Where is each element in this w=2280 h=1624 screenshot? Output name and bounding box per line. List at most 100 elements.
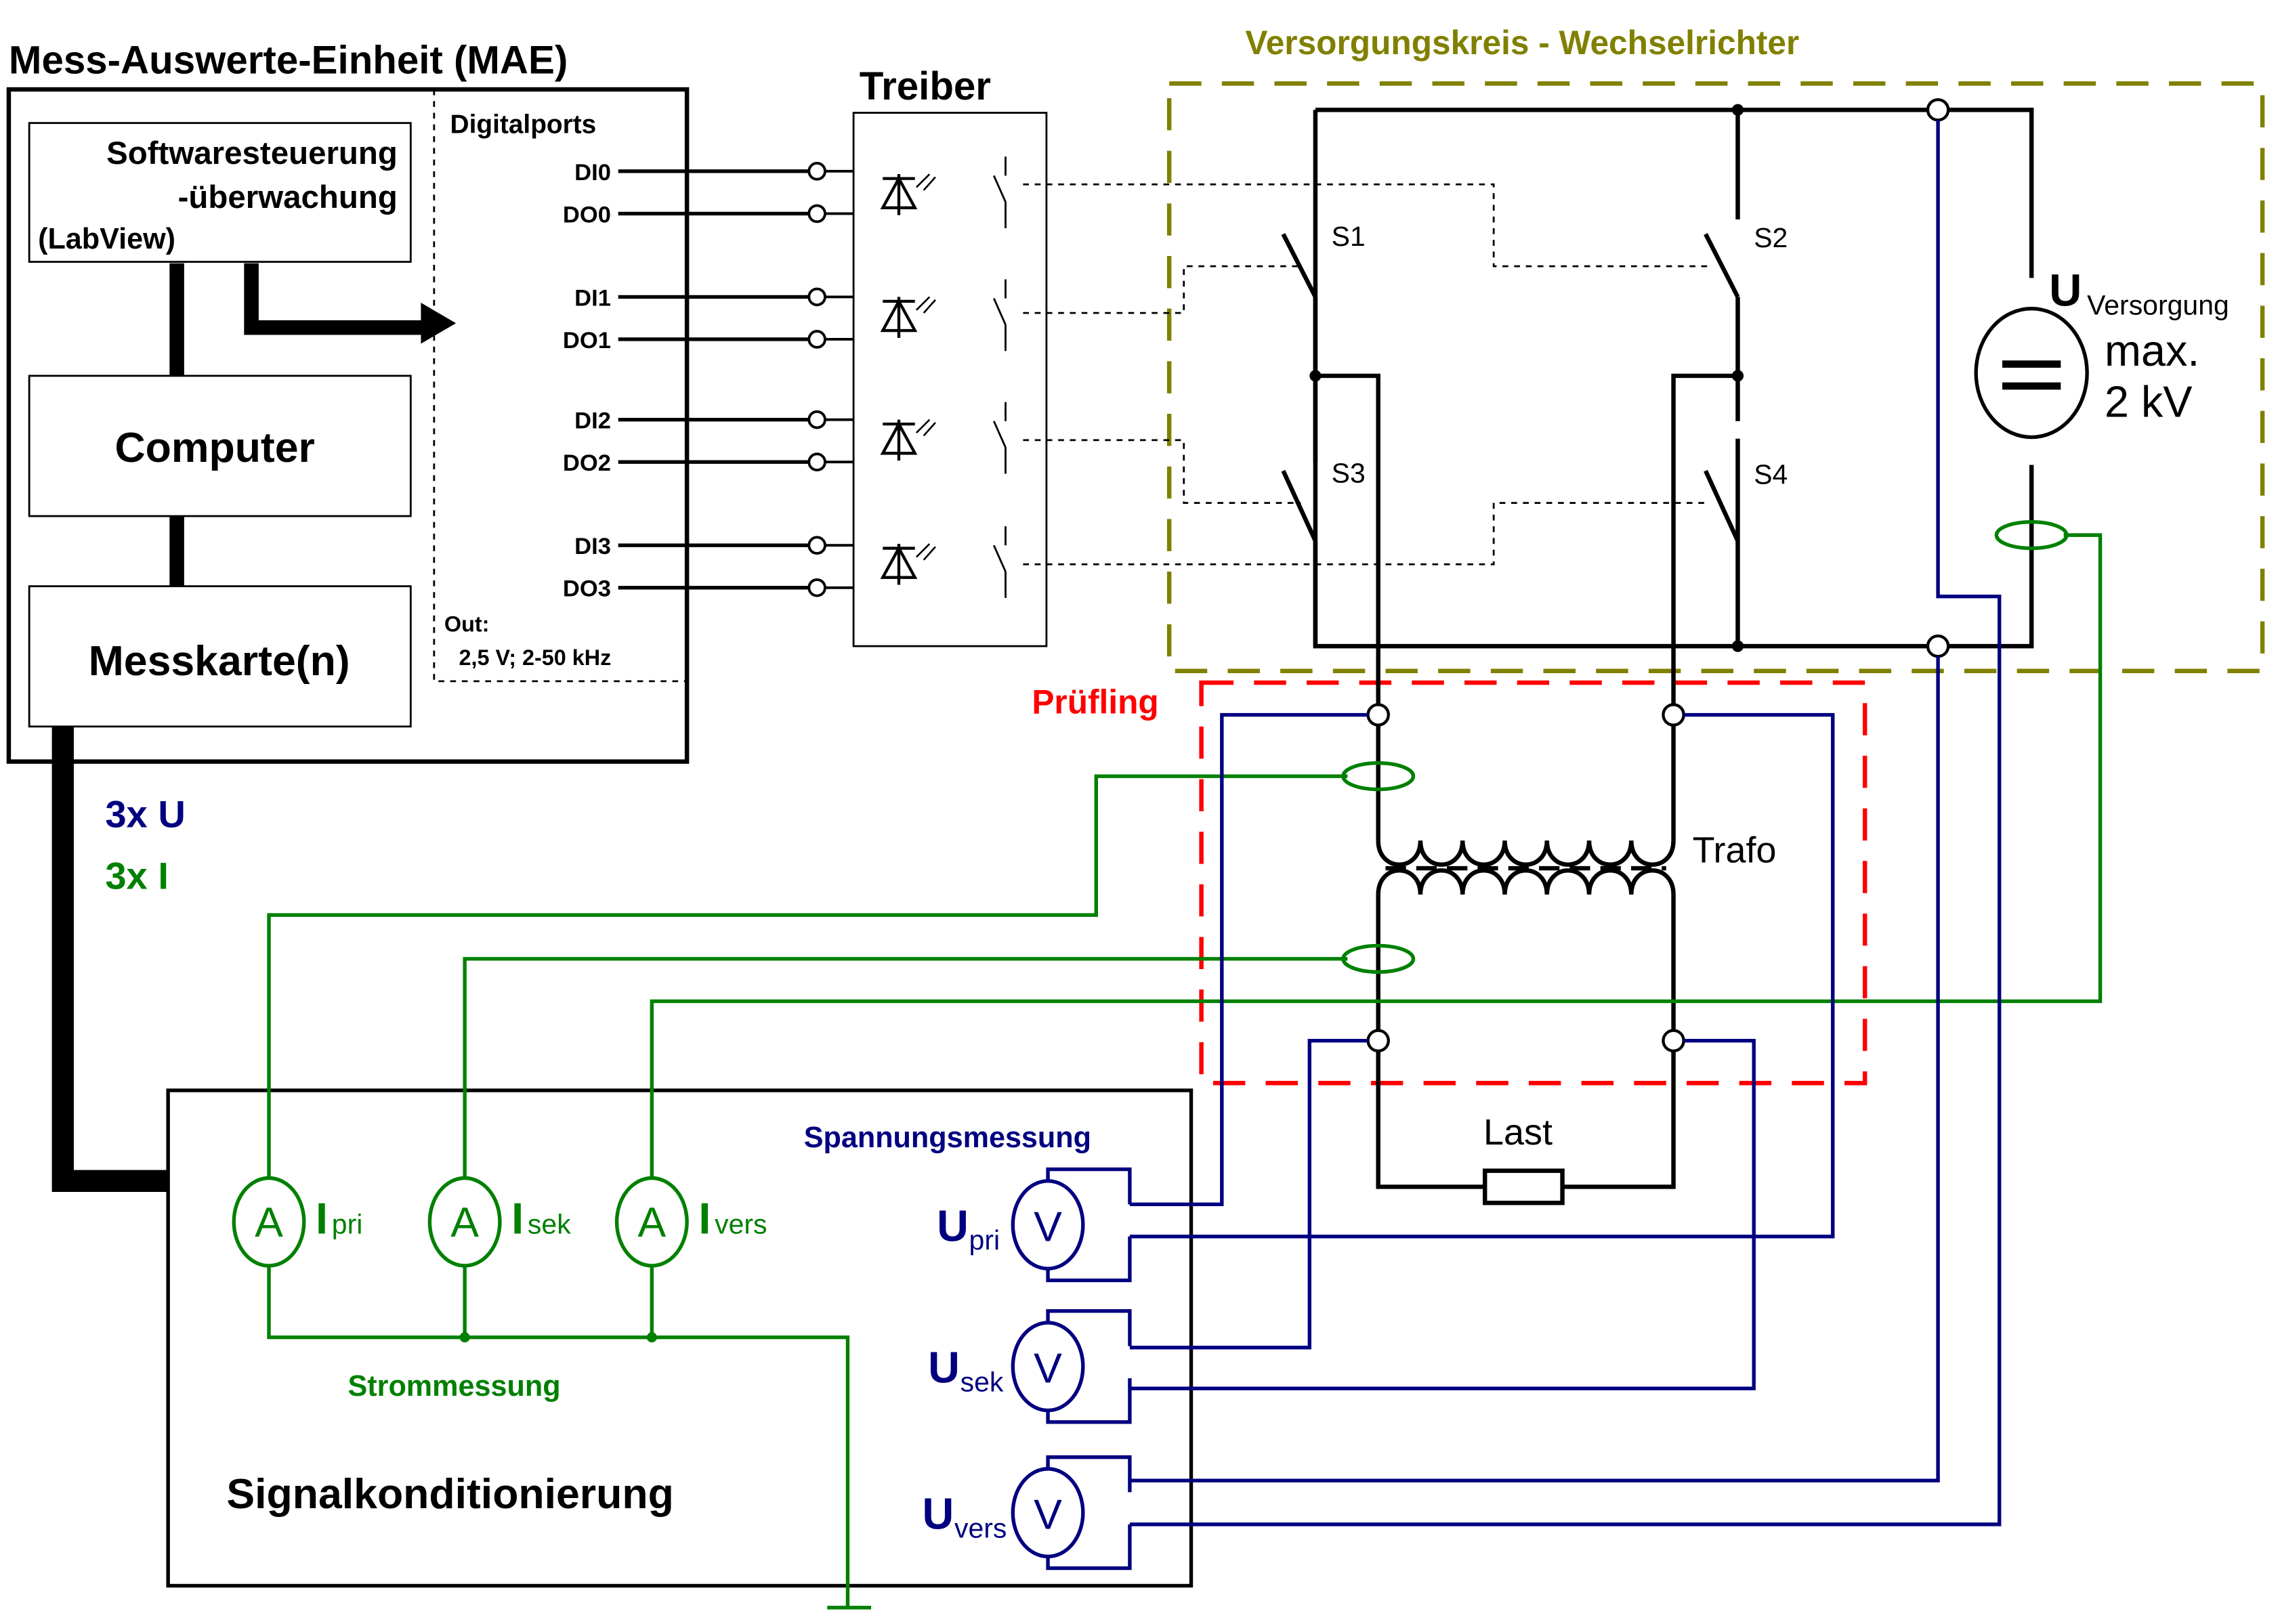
port-terminal[interactable]: [807, 452, 826, 472]
voltmeter-icon: [1011, 1179, 1085, 1270]
out-label: Out:: [444, 612, 490, 637]
terminal: [1662, 1029, 1685, 1052]
ammeter-glyph: A: [450, 1199, 479, 1246]
voltmeter-symbol: U: [928, 1343, 960, 1392]
trafo-label: Trafo: [1693, 830, 1777, 870]
out-value: 2,5 V; 2-50 kHz: [459, 645, 612, 670]
ammeter-icon: [232, 1176, 306, 1268]
signal-title: Signalkonditionierung: [226, 1470, 673, 1518]
junction-dot: [1309, 370, 1322, 382]
mae-frame: [6, 87, 690, 764]
computer-box: [28, 375, 412, 517]
switch-s2: [1704, 233, 1740, 298]
optocoupler-icon: [880, 279, 1007, 351]
current-clamp-icon: [1994, 520, 2069, 551]
software-to-ports-arrow: [244, 263, 424, 335]
port-label: DI3: [574, 534, 611, 559]
junction-dot: [1731, 104, 1744, 116]
switch-s1: [1281, 233, 1317, 298]
treiber-block: Treiber: [852, 64, 1048, 647]
port-terminal[interactable]: [807, 162, 826, 181]
port-label: DO1: [563, 328, 611, 354]
voltage-measurement-wiring: [1129, 120, 2002, 1526]
bus-u-label: 3x U: [105, 793, 186, 836]
digitalports-label: Digitalports: [450, 110, 597, 140]
software-label-2: -überwachung: [178, 179, 398, 215]
port-label: DI1: [574, 285, 611, 311]
versorgung-block: Versorgungskreis - Wechselrichter S1 S2 …: [1166, 24, 2265, 674]
ammeter-subscript: vers: [715, 1208, 767, 1239]
computer-label: Computer: [114, 424, 314, 471]
voltmeter-symbol: U: [923, 1489, 954, 1538]
ammeter-symbol: I: [511, 1193, 524, 1243]
terminal: [1366, 703, 1390, 727]
port-label: DI2: [574, 408, 611, 434]
driver-switch-icon: [992, 526, 1007, 598]
current-clamp-icon: [1341, 761, 1416, 792]
signal-block: 3x U 3x I Signalkonditionierung Strommes…: [51, 726, 1194, 1588]
treiber-box: [852, 112, 1048, 647]
gate-control-lines: [1023, 183, 1710, 565]
pruefling-frame: [1199, 680, 1867, 1086]
ammeter-icon: [614, 1176, 689, 1268]
port-label: DO2: [563, 450, 611, 476]
digitalports-region: [433, 89, 688, 683]
terminal: [1366, 1029, 1390, 1052]
driver-switch-icon: [992, 402, 1007, 474]
trafo-wiring: [1376, 646, 1676, 1189]
port-terminal[interactable]: [807, 287, 826, 307]
last-label: Last: [1483, 1112, 1553, 1153]
port-terminal[interactable]: [807, 536, 826, 555]
junction-dot: [646, 1332, 657, 1343]
load-resistor-icon: [1482, 1168, 1565, 1205]
junction-dot: [1731, 640, 1744, 652]
software-label-1: Softwaresteuerung: [106, 135, 398, 171]
driver-switch-icon: [992, 156, 1007, 229]
software-box: [28, 122, 412, 263]
switch-s4-label: S4: [1754, 459, 1788, 490]
terminal: [1926, 98, 1950, 122]
voltmeter-icon: [1011, 1467, 1085, 1559]
voltmeter-subscript: vers: [954, 1512, 1007, 1543]
spannung-label: Spannungsmessung: [804, 1121, 1091, 1154]
ammeter-subscript: sek: [528, 1208, 571, 1239]
driver-switch-icon: [992, 279, 1007, 351]
versorgung-title: Versorgungskreis - Wechselrichter: [1245, 24, 1799, 62]
current-measurement-wiring: [267, 520, 2103, 1610]
source-symbol: U: [2049, 265, 2082, 316]
port-terminal[interactable]: [807, 578, 826, 597]
port-label: DO3: [563, 576, 611, 602]
optocoupler-icon: [880, 526, 1007, 598]
ammeter-symbol: I: [698, 1193, 711, 1243]
mae-title: Mess-Auswerte-Einheit (MAE): [9, 38, 568, 82]
switch-s3-label: S3: [1332, 457, 1366, 488]
switch-s1-label: S1: [1332, 221, 1366, 252]
pruefling-block: Prüfling Trafo Last: [1032, 646, 1867, 1205]
ammeter-icon: [427, 1176, 502, 1268]
junction-dot: [1731, 370, 1744, 382]
messkarte-label: Messkarte(n): [89, 637, 350, 685]
treiber-title: Treiber: [860, 64, 991, 108]
port-terminal[interactable]: [807, 330, 826, 349]
port-terminal[interactable]: [807, 410, 826, 429]
data-bus-cable: [51, 726, 169, 1192]
dc-source-icon: [1974, 306, 2089, 440]
port-label: DO0: [563, 202, 611, 228]
bridge-mid-outputs: [1315, 373, 1738, 647]
bus-i-label: 3x I: [105, 854, 169, 897]
signal-frame: [166, 1088, 1194, 1588]
voltmeter-symbol: U: [937, 1201, 969, 1250]
optocoupler-icon: [880, 156, 1007, 229]
terminal: [1926, 634, 1950, 658]
port-terminal[interactable]: [807, 204, 826, 223]
voltmeter-glyph: V: [1034, 1345, 1062, 1392]
ammeter-glyph: A: [637, 1199, 666, 1246]
voltmeter-glyph: V: [1034, 1491, 1062, 1538]
source-max-2: 2 kV: [2105, 377, 2193, 426]
ammeter-subscript: pri: [332, 1208, 363, 1239]
